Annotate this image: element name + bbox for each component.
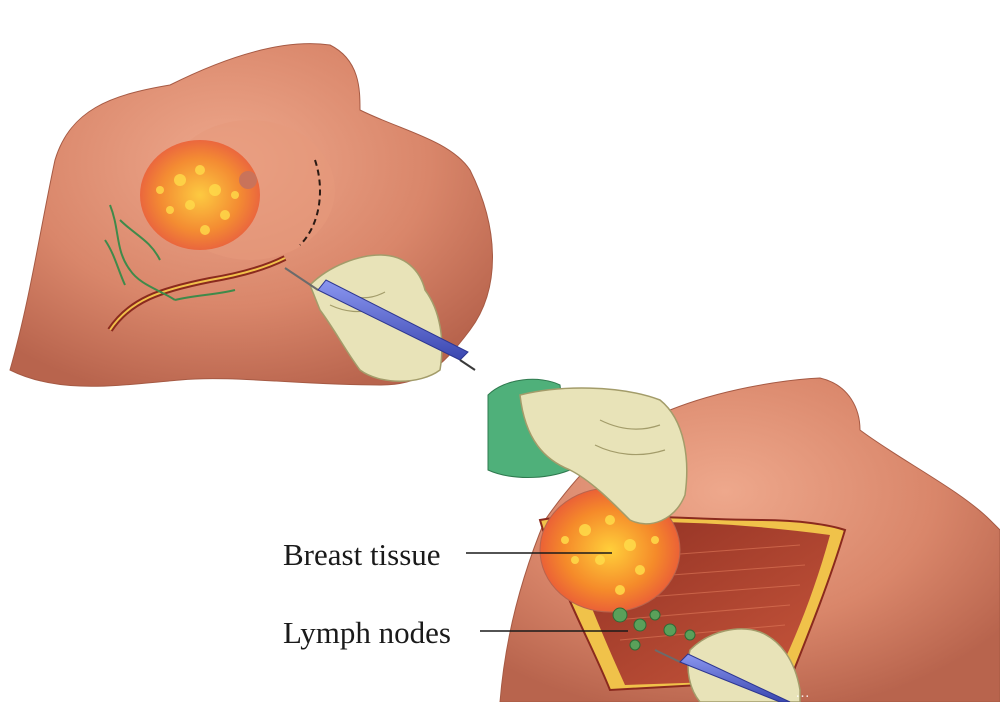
lower-lymph-nodes	[612, 607, 696, 651]
watermark-text: …	[795, 684, 810, 701]
incision-dashed-line	[299, 159, 321, 246]
upper-lymph-vessels	[104, 204, 236, 301]
lower-tissue-lobules	[561, 515, 659, 595]
upper-nipple	[239, 171, 257, 189]
upper-torso-illustration	[9, 43, 493, 387]
upper-electrocautery-pen	[284, 267, 476, 371]
lower-torso-illustration	[487, 377, 1000, 702]
upper-tissue-lobules	[156, 165, 239, 235]
upper-breast-tissue	[140, 140, 260, 250]
lower-electrocautery-pen	[654, 649, 791, 702]
lymph-nodes-label: Lymph nodes	[283, 615, 451, 650]
lower-dissecting-hand	[687, 628, 801, 702]
lower-retracting-hand	[519, 387, 688, 525]
breast-tissue-label: Breast tissue	[283, 537, 441, 572]
